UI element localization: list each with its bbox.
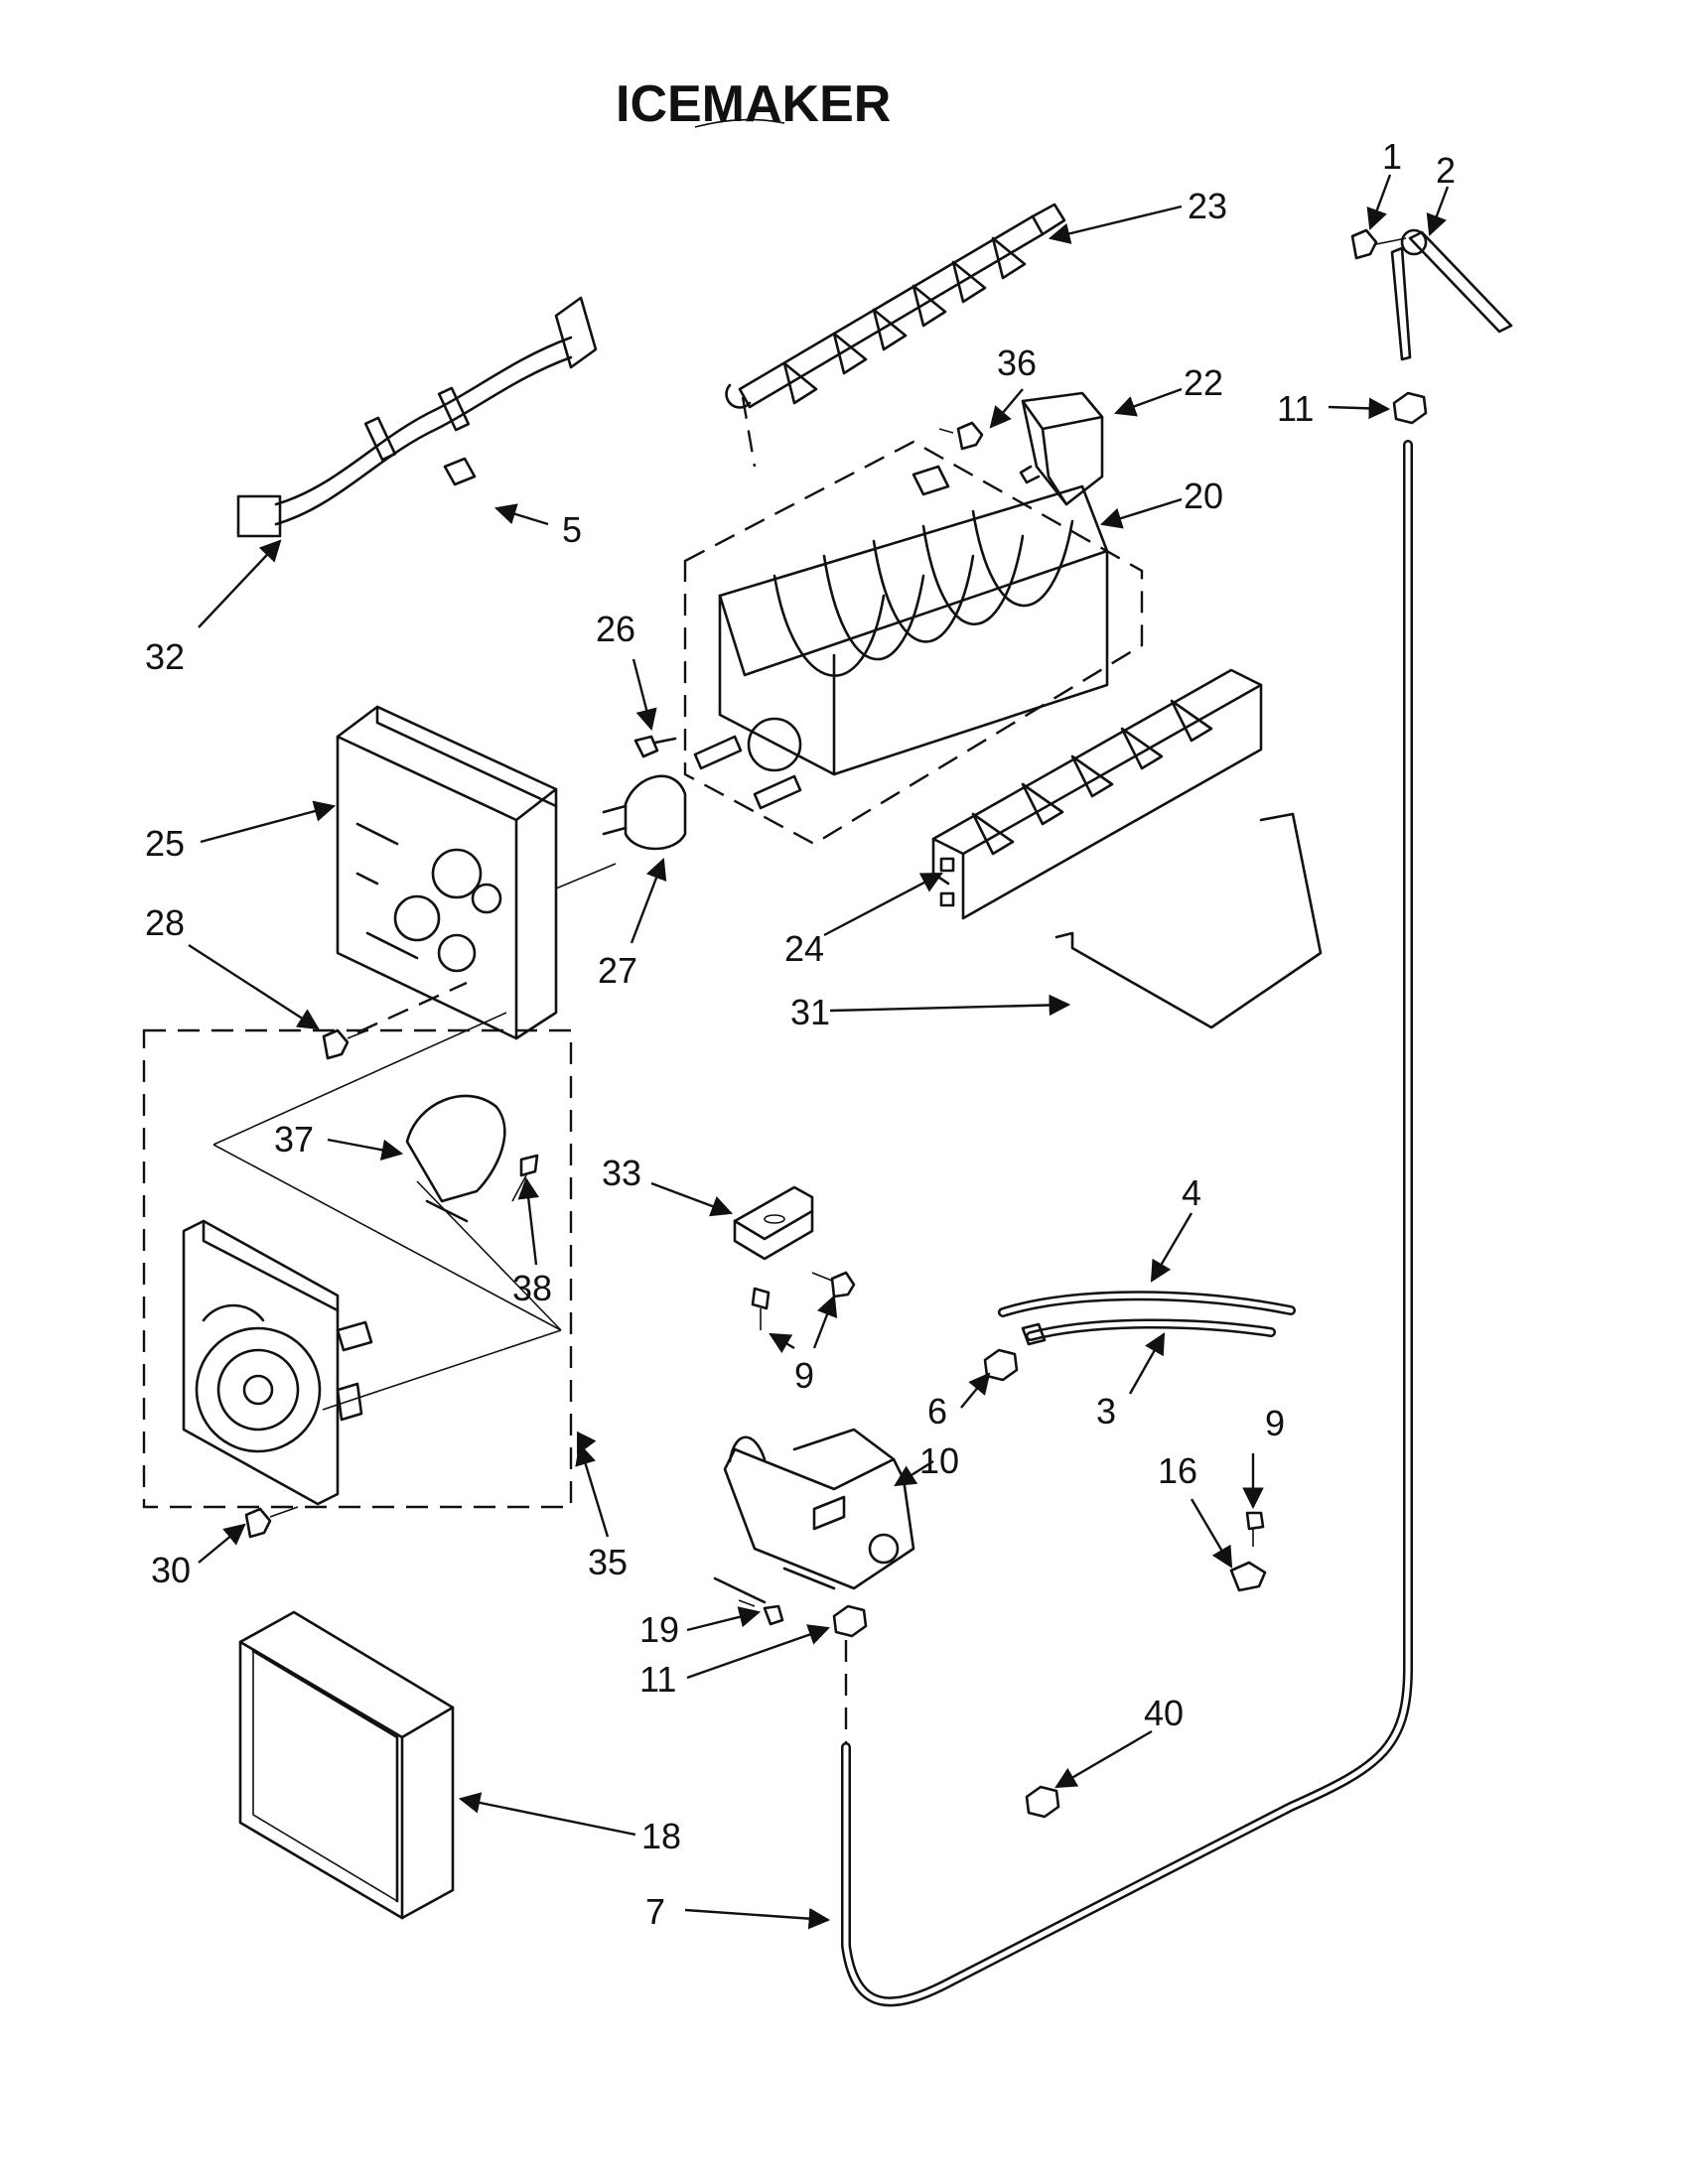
leader-lines — [188, 174, 1450, 1930]
callout-20: 20 — [1184, 476, 1223, 516]
callout-22: 22 — [1184, 362, 1223, 403]
callout-38: 38 — [512, 1268, 552, 1308]
title-scribble — [694, 118, 785, 128]
nut-11-upper-part — [1392, 391, 1428, 425]
screw-28-part — [322, 1028, 368, 1060]
control-housing-part — [336, 705, 558, 1040]
motor-module-part — [182, 1219, 373, 1506]
bracket-33-part — [733, 1185, 814, 1261]
water-tube-7-part — [841, 440, 1413, 2007]
ice-ejector-part — [725, 203, 1066, 409]
callout-1: 1 — [1382, 136, 1402, 177]
clip-5-part — [443, 457, 477, 486]
callout-32: 32 — [145, 636, 185, 677]
callout-6: 6 — [927, 1391, 947, 1432]
housing-link-line — [555, 863, 617, 889]
screw-19-part — [738, 1599, 784, 1626]
tube-4-part — [998, 1291, 1296, 1317]
callout-16: 16 — [1158, 1450, 1197, 1491]
callout-26: 26 — [596, 609, 635, 649]
callout-31: 31 — [790, 992, 830, 1032]
callout-19: 19 — [639, 1609, 679, 1650]
mold-part — [693, 465, 1109, 810]
screw-36-part — [938, 421, 984, 451]
wiring-harness-part — [236, 296, 598, 538]
callout-11-lower: 11 — [639, 1659, 676, 1700]
callout-23: 23 — [1188, 186, 1227, 226]
callout-40: 40 — [1144, 1693, 1184, 1733]
water-valve-10-part — [713, 1428, 915, 1604]
callout-7: 7 — [645, 1891, 665, 1932]
callout-36: 36 — [997, 342, 1037, 383]
screw-9-pair-part — [751, 1271, 856, 1330]
clip-16-part — [1229, 1561, 1267, 1592]
housing-alignment-line — [356, 981, 468, 1034]
screw-1-part — [1350, 228, 1407, 260]
nut-11-lower-part — [832, 1604, 868, 1638]
callout-9-right: 9 — [1265, 1403, 1285, 1443]
callout-10: 10 — [919, 1440, 959, 1481]
diagram-title: ICEMAKER — [616, 75, 891, 133]
ejector-alignment-line — [741, 396, 757, 468]
callout-24: 24 — [784, 928, 824, 969]
nut-40-part — [1025, 1785, 1060, 1819]
callout-18: 18 — [641, 1816, 681, 1856]
clip-26-part — [633, 735, 677, 758]
module-guide-lines — [212, 1012, 562, 1411]
cover-18-part — [238, 1610, 455, 1920]
callout-35: 35 — [588, 1542, 628, 1582]
callout-9-bracket: 9 — [794, 1355, 814, 1396]
rod-2-part — [1390, 228, 1513, 361]
callout-2: 2 — [1436, 150, 1456, 191]
callout-25: 25 — [145, 823, 185, 864]
callout-28: 28 — [145, 902, 185, 943]
callout-30: 30 — [151, 1550, 191, 1590]
callout-37: 37 — [274, 1119, 314, 1160]
motor-module-outline — [142, 1028, 573, 1509]
callout-3: 3 — [1096, 1391, 1116, 1432]
screw-30-part — [244, 1506, 299, 1539]
tube-3-part — [1021, 1318, 1276, 1346]
stripper-part — [931, 668, 1263, 920]
screw-38-part — [511, 1154, 539, 1202]
screw-9-right-part — [1245, 1511, 1265, 1547]
thermostat-37-part — [405, 1094, 506, 1223]
callout-4: 4 — [1182, 1172, 1201, 1213]
callout-27: 27 — [598, 950, 637, 991]
mold-assembly-outline — [683, 440, 1144, 846]
callout-5: 5 — [562, 509, 582, 550]
callout-11-upper: 11 — [1277, 388, 1314, 429]
shutoff-arm-part — [1054, 812, 1323, 1029]
nut-6-part — [983, 1348, 1019, 1382]
fill-cup-part — [1019, 391, 1104, 506]
coupler-27-part — [602, 774, 687, 851]
callout-33: 33 — [602, 1153, 641, 1193]
